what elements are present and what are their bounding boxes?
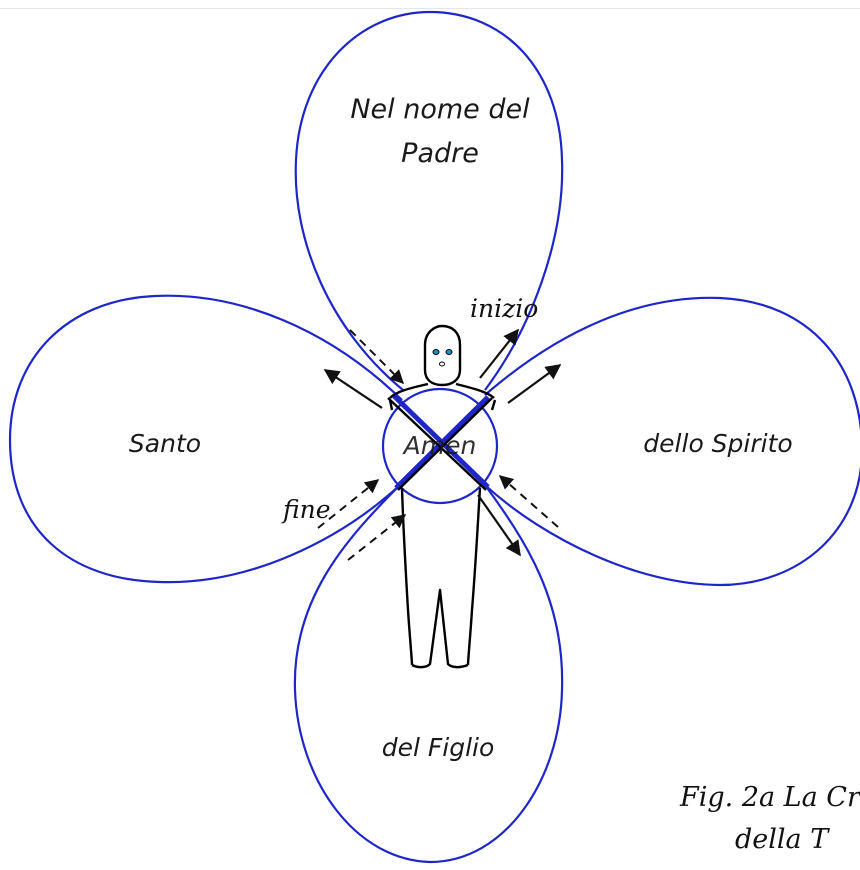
petal-bottom <box>293 484 564 864</box>
caption-line2: della T <box>735 824 830 855</box>
center-circle <box>381 387 499 505</box>
top-border <box>0 0 860 9</box>
annotation-fine: fine <box>281 495 331 524</box>
petal-top <box>294 10 564 391</box>
annotation-inizio: inizio <box>470 294 538 323</box>
label-center: Amen <box>402 431 477 460</box>
figure-legs <box>411 588 469 669</box>
arrow-upper-right <box>507 364 562 404</box>
caption-line1: Fig. 2a La Cro <box>679 782 860 813</box>
dashed-arrow-top-left <box>349 329 404 384</box>
figure-arm-right <box>397 397 493 491</box>
figure-shoulders <box>389 382 495 399</box>
arrow-lower-right <box>477 494 521 557</box>
petal-right <box>484 296 860 587</box>
mouth-icon <box>439 361 445 367</box>
human-figure <box>388 324 497 669</box>
arrow-inizio <box>479 328 519 379</box>
label-right: dello Spirito <box>643 429 792 458</box>
label-top-line1: Nel nome del <box>350 94 530 125</box>
eye-left-icon <box>432 349 440 355</box>
label-bottom: del Figlio <box>382 733 495 762</box>
petal-left <box>8 294 403 584</box>
figure-head <box>423 324 462 387</box>
label-top-line2: Padre <box>401 138 479 169</box>
eye-right-icon <box>445 349 453 355</box>
label-left: Santo <box>129 429 201 458</box>
arrow-upper-left <box>323 369 383 409</box>
figure-torso <box>400 487 482 666</box>
figure-arm-left <box>387 397 487 491</box>
cross-line-b <box>394 395 490 490</box>
dashed-arrow-bottom-left <box>347 514 407 561</box>
